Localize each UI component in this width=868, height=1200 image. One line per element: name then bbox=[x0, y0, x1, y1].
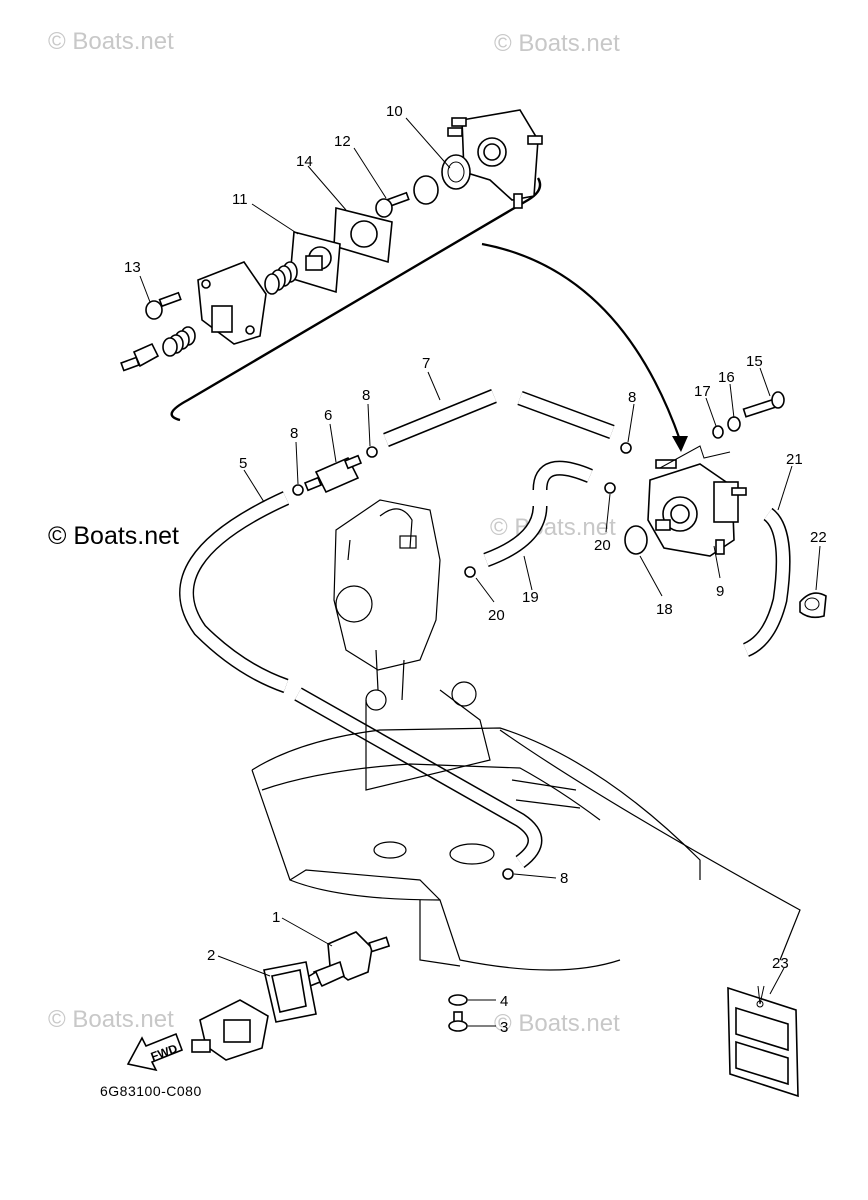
watermark-bottom-left: © Boats.net bbox=[48, 1006, 174, 1033]
callout-20-right: 20 bbox=[594, 537, 611, 554]
callout-17: 17 bbox=[694, 383, 711, 400]
hose-19 bbox=[483, 505, 548, 568]
callout-23: 23 bbox=[772, 955, 789, 972]
hose-tank bbox=[294, 687, 543, 869]
callout-8-right: 8 bbox=[628, 389, 636, 406]
callout-10: 10 bbox=[386, 103, 403, 120]
clip-8-right bbox=[620, 442, 632, 454]
carburetor-ghost bbox=[333, 499, 441, 701]
callout-18: 18 bbox=[656, 601, 673, 618]
watermark-bottom-right: © Boats.net bbox=[494, 1010, 620, 1037]
clip-8-left bbox=[292, 484, 304, 496]
screw-3 bbox=[448, 1011, 468, 1032]
callout-16: 16 bbox=[718, 369, 735, 386]
o-ring-18 bbox=[624, 525, 648, 555]
exploded-view-arrow bbox=[481, 242, 682, 441]
bottom-cowling-ghost bbox=[251, 681, 801, 971]
callout-2: 2 bbox=[207, 947, 215, 964]
pump-cover bbox=[447, 109, 543, 209]
clip-8-mid bbox=[366, 446, 378, 458]
spring-upper bbox=[264, 261, 298, 295]
callout-8-mid: 8 bbox=[362, 387, 370, 404]
callout-22: 22 bbox=[810, 529, 827, 546]
plunger bbox=[120, 342, 160, 372]
hose-21 bbox=[742, 507, 791, 657]
callout-5: 5 bbox=[239, 455, 247, 472]
hose-7b bbox=[517, 390, 615, 440]
callout-21: 21 bbox=[786, 451, 803, 468]
callout-15: 15 bbox=[746, 353, 763, 370]
watermark-top-left: © Boats.net bbox=[48, 28, 174, 55]
pump-bracket-line bbox=[659, 445, 731, 469]
callout-9: 9 bbox=[716, 583, 724, 600]
watermark-middle-left: © Boats.net bbox=[48, 522, 179, 550]
callout-12: 12 bbox=[334, 133, 351, 150]
washer-4 bbox=[448, 994, 468, 1006]
callout-1: 1 bbox=[272, 909, 280, 926]
diaphragm-11 bbox=[289, 230, 341, 294]
inline-filter bbox=[303, 454, 363, 494]
bolt-15 bbox=[742, 391, 785, 418]
valve-disc bbox=[441, 154, 471, 190]
washer-17 bbox=[712, 425, 724, 439]
screw-12 bbox=[375, 191, 410, 218]
callout-4: 4 bbox=[500, 993, 508, 1010]
callout-8-tank: 8 bbox=[560, 870, 568, 887]
watermark-middle-center: © Boats.net bbox=[490, 514, 616, 541]
exploded-view-bracket bbox=[170, 177, 542, 422]
connector bbox=[191, 999, 269, 1061]
fuel-pump-assembly bbox=[647, 459, 747, 557]
seal-2 bbox=[263, 961, 317, 1023]
fwd-arrow: FWD bbox=[126, 1032, 184, 1072]
gasket-14 bbox=[333, 206, 393, 264]
callout-11: 11 bbox=[232, 191, 248, 208]
fuel-joint bbox=[304, 931, 391, 988]
hose-5 bbox=[179, 491, 290, 694]
spring-lower bbox=[162, 326, 196, 357]
pump-body bbox=[197, 261, 267, 345]
clip-20-left bbox=[464, 566, 476, 578]
clip-8-tank bbox=[502, 868, 514, 880]
hose-upper-curve bbox=[532, 460, 593, 491]
callout-13: 13 bbox=[124, 259, 141, 276]
callout-14: 14 bbox=[296, 153, 313, 170]
callout-8-left: 8 bbox=[290, 425, 298, 442]
check-valve bbox=[413, 175, 439, 205]
callout-labels: 1 2 3 4 5 6 7 8 8 8 8 9 10 11 12 13 14 1… bbox=[124, 103, 827, 1036]
clip-20-right bbox=[604, 482, 616, 494]
callout-3: 3 bbox=[500, 1019, 508, 1036]
decal-23 bbox=[727, 985, 799, 1098]
valve-disc-inner bbox=[447, 161, 465, 183]
washer-16 bbox=[727, 416, 741, 432]
watermark-top-right: © Boats.net bbox=[494, 30, 620, 57]
callout-7: 7 bbox=[422, 355, 430, 372]
arrow-head bbox=[672, 436, 688, 452]
callout-20-left: 20 bbox=[488, 607, 505, 624]
leader-lines bbox=[139, 117, 821, 1027]
clamp-22 bbox=[799, 592, 827, 619]
callout-6: 6 bbox=[324, 407, 332, 424]
diagram-code: 6G83100-C080 bbox=[100, 1083, 202, 1099]
callout-19: 19 bbox=[522, 589, 539, 606]
hose-7 bbox=[383, 389, 497, 447]
screw-13 bbox=[145, 291, 182, 320]
